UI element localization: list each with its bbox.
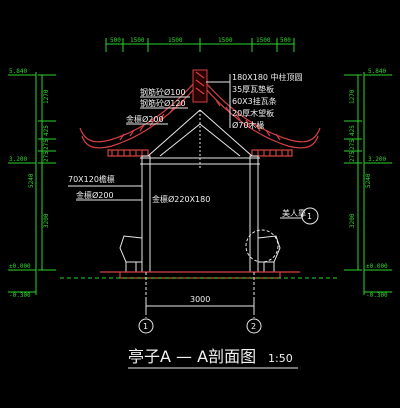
- detail-callout: [301, 207, 319, 225]
- right-seg-3: 275: [349, 139, 356, 150]
- right-seg-6: 5240: [365, 173, 372, 188]
- left-label-6: 金檩Ø220X180: [152, 194, 210, 204]
- drawing-scale: 1:50: [268, 352, 293, 365]
- right-elev-top: 5.840: [368, 68, 386, 75]
- structure: [119, 109, 281, 273]
- roof-layer-3: 60X3挂瓦条: [232, 96, 277, 106]
- right-seg-4: 275: [349, 151, 356, 162]
- roof: [79, 69, 321, 157]
- right-elev-zero: ±0.000: [366, 263, 388, 270]
- top-dimension-chain: 500 1500 1500 1500 1500 500: [105, 37, 295, 52]
- left-seg-5: 3200: [43, 213, 50, 228]
- axis-1-bubble: [138, 318, 154, 334]
- left-seg-1: 1270: [43, 89, 50, 104]
- top-dim-1: 500: [110, 37, 121, 44]
- roof-layer-4: 20厚木望板: [232, 108, 274, 118]
- left-seg-3: 275: [43, 139, 50, 150]
- left-seg-4: 275: [43, 151, 50, 162]
- right-tag-label: 美人靠: [282, 208, 306, 218]
- roof-layer-2: 35厚瓦垫板: [232, 84, 274, 94]
- left-label-2: 钢筋砼Ø120: [140, 98, 186, 108]
- top-dim-4: 1500: [218, 37, 233, 44]
- top-dim-6: 500: [280, 37, 291, 44]
- roof-layer-1: 180X180 中柱顶圆: [232, 72, 303, 82]
- left-seg-6: 5240: [28, 173, 35, 188]
- left-dimension-chain: 5.840 3.200 ±0.000 -0.300 1270 425 275 2…: [8, 68, 56, 299]
- bottom-dim-label: 3000: [190, 295, 210, 304]
- right-seg-5: 3200: [349, 213, 356, 228]
- left-elev-mid: 3.200: [9, 156, 27, 163]
- axis-2-label: 2: [251, 322, 256, 331]
- right-seg-2: 425: [349, 125, 356, 136]
- axis-2-bubble: [246, 318, 262, 334]
- top-dim-2: 1500: [130, 37, 145, 44]
- axis-1-label: 1: [143, 322, 148, 331]
- roof-layer-5: Ø70木椽: [232, 120, 264, 130]
- right-seg-1: 1270: [349, 89, 356, 104]
- top-dim-3: 1500: [168, 37, 183, 44]
- left-seg-2: 425: [43, 125, 50, 136]
- top-dim-5: 1500: [256, 37, 271, 44]
- right-elev-mid: 3.200: [368, 156, 386, 163]
- ground: [60, 271, 340, 279]
- right-elev-bottom: -0.300: [366, 292, 388, 299]
- title-block: 亭子A — A剖面图 1:50: [128, 347, 298, 369]
- detail-number: 1: [307, 212, 312, 221]
- right-column: [249, 155, 259, 273]
- left-elev-zero: ±0.000: [9, 263, 31, 270]
- bottom-dimension: 3000 1 2: [138, 272, 262, 334]
- left-elev-top: 5.840: [9, 68, 27, 75]
- left-elev-bottom: -0.300: [9, 292, 31, 299]
- left-label-3: 金檩Ø200: [126, 114, 164, 124]
- left-label-1: 钢筋砼Ø100: [140, 87, 186, 97]
- left-column: [141, 155, 151, 273]
- left-label-4: 70X120檐檩: [68, 174, 115, 184]
- left-label-5: 金檩Ø200: [76, 190, 114, 200]
- drawing-title: 亭子A — A剖面图: [128, 347, 256, 366]
- right-dimension-chain: 5.840 3.200 ±0.000 -0.300 1270 425 275 2…: [344, 68, 392, 299]
- annotations: 180X180 中柱顶圆 35厚瓦垫板 60X3挂瓦条 20厚木望板 Ø70木椽…: [68, 72, 319, 225]
